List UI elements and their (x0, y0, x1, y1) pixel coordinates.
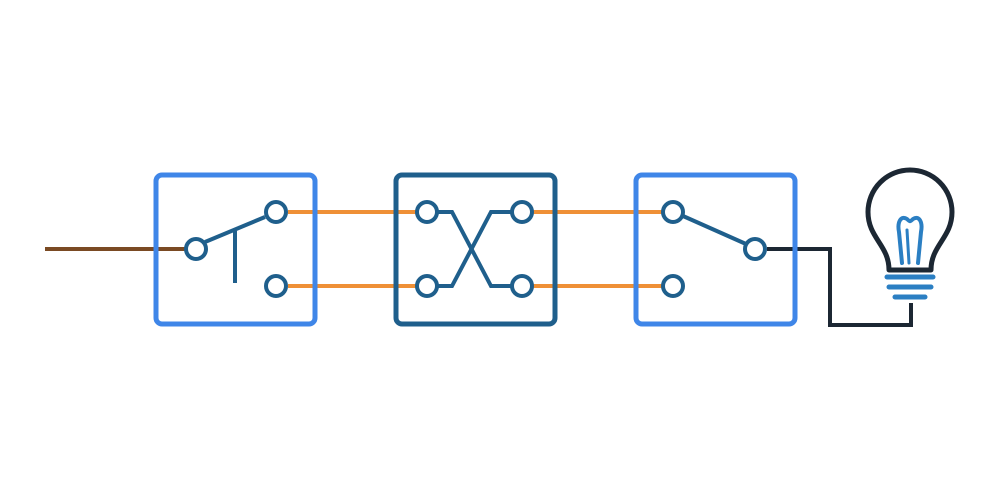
light-bulb (865, 167, 955, 300)
input-two-way-switch (153, 172, 318, 327)
bulb-filament (896, 215, 924, 265)
terminal-top (264, 200, 288, 224)
switch-box (633, 172, 798, 327)
terminal-bottom (264, 274, 288, 298)
common-terminal (743, 237, 767, 261)
traveler-wires (288, 210, 662, 288)
terminal-bottom (661, 274, 685, 298)
intermediate-switch-box (393, 172, 558, 327)
bulb-base (884, 274, 936, 300)
common-terminal (184, 237, 208, 261)
terminal-left-bottom (415, 274, 439, 298)
intermediate-switch (393, 172, 558, 327)
output-two-way-switch (633, 172, 798, 327)
two-way-switch-icon (661, 200, 747, 298)
terminal-top (661, 200, 685, 224)
load-wire (767, 247, 913, 327)
crossover-switch-icon (415, 200, 534, 298)
switch-box (153, 172, 318, 327)
terminal-left-top (415, 200, 439, 224)
terminal-right-top (510, 200, 534, 224)
light-bulb-icon (865, 167, 955, 300)
bulb-glass (865, 167, 955, 273)
two-way-switch-icon (184, 200, 288, 298)
terminal-right-bottom (510, 274, 534, 298)
